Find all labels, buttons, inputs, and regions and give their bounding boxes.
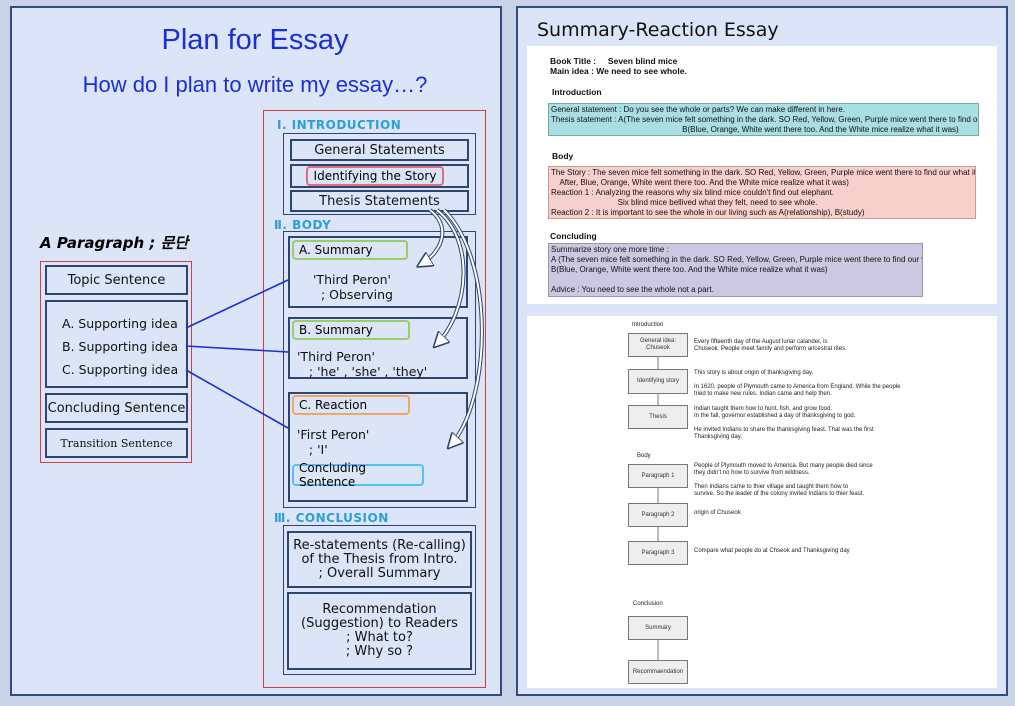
book-title: Book Title : Seven blind mice <box>550 56 678 66</box>
doc1-body-heading: Body <box>552 151 574 161</box>
doc1-introduction-text: General statement : Do you see the whole… <box>548 103 979 136</box>
conclusion-section <box>283 525 476 675</box>
flow-paragraph-1-text: People of Plymouth moved to America. But… <box>694 463 873 497</box>
body-heading: Ⅱ. BODY <box>274 218 332 232</box>
supporting-idea-c: C. Supporting idea <box>62 362 179 377</box>
summary-a-text: 'Third Peron' ; Observing <box>313 272 393 302</box>
chuseok-essay-flowchart <box>527 316 997 688</box>
summary-a-label: A. Summary <box>292 240 408 260</box>
link-idea-b-summary <box>185 345 289 353</box>
flow-thesis: Thesis <box>628 405 688 429</box>
flow-thesis-text: Indian taught them how to hunt, fish, an… <box>694 406 874 440</box>
doc2-introduction-heading: Introduction <box>632 322 664 328</box>
essay-structure-outline <box>263 110 486 688</box>
supporting-idea-b: B. Supporting idea <box>62 339 178 354</box>
flow-paragraph-3-text: Compare what people do at Chseok and Tha… <box>694 548 850 554</box>
recommendation-box: Recommendation (Suggestion) to Readers ;… <box>287 592 472 670</box>
doc1-concluding-text: Summarize story one more time : A (The s… <box>548 243 923 297</box>
body-section <box>283 231 476 508</box>
reaction-c-text: 'First Peron' ; 'I' <box>297 427 370 457</box>
introduction-heading: Ⅰ. INTRODUCTION <box>277 118 402 132</box>
right-title: Summary-Reaction Essay <box>537 19 779 41</box>
thesis-statements: Thesis Statements <box>290 190 469 212</box>
flow-paragraph-3: Paragraph 3 <box>628 541 688 565</box>
flow-identifying-story: Identifying story <box>628 369 688 394</box>
link-idea-c-reaction <box>185 369 289 429</box>
doc1-body-text: The Story : The seven mice felt somethin… <box>548 166 976 219</box>
flow-identifying-story-text: This story is about origin of thanksgivi… <box>694 370 901 397</box>
flow-paragraph-1: Paragraph 1 <box>628 464 688 488</box>
flow-recommendation: Recommaendation <box>628 660 688 684</box>
summary-b-text: 'Third Peron' ; 'he' , 'she' , 'they' <box>297 349 428 379</box>
flow-paragraph-2-text: origin of Chuseok <box>694 510 741 516</box>
doc1-concluding-heading: Concluding <box>550 231 597 241</box>
main-idea: Main idea : We need to see whole. <box>550 66 687 76</box>
topic-sentence: Topic Sentence <box>45 265 188 295</box>
reaction-c-label: C. Reaction <box>292 395 410 415</box>
doc1-introduction-heading: Introduction <box>552 87 602 97</box>
reaction-c-box <box>288 392 468 502</box>
identifying-the-story: Identifying the Story <box>306 166 444 186</box>
body-concluding-sentence: Concluding Sentence <box>292 461 424 489</box>
doc2-conclusion-heading: Conclusion <box>633 601 663 607</box>
flow-general-idea: General idea: Chuseok <box>628 333 688 357</box>
page-subtitle: How do I plan to write my essay…? <box>82 72 428 97</box>
general-statements: General Statements <box>290 139 469 161</box>
supporting-ideas-box <box>45 300 188 388</box>
summary-b-label: B. Summary <box>292 320 410 340</box>
restatement-box: Re-statements (Re-calling) of the Thesis… <box>287 531 472 588</box>
page-title: Plan for Essay <box>161 24 349 56</box>
link-idea-a-summary <box>185 279 289 329</box>
conclusion-heading: Ⅲ. CONCLUSION <box>274 511 389 525</box>
introduction-section <box>283 133 476 215</box>
supporting-idea-a: A. Supporting idea <box>62 316 178 331</box>
doc2-body-heading: Body <box>637 453 651 459</box>
paragraph-outline <box>40 261 192 463</box>
concluding-sentence: Concluding Sentence <box>45 393 188 423</box>
paragraph-heading: A Paragraph ; 문단 <box>40 234 189 252</box>
transition-sentence: Transition Sentence <box>45 428 188 458</box>
flow-paragraph-2: Paragraph 2 <box>628 503 688 527</box>
flow-general-idea-text: Every fifteenth day of the August lunar … <box>694 339 847 352</box>
flow-summary: Summary <box>628 616 688 640</box>
